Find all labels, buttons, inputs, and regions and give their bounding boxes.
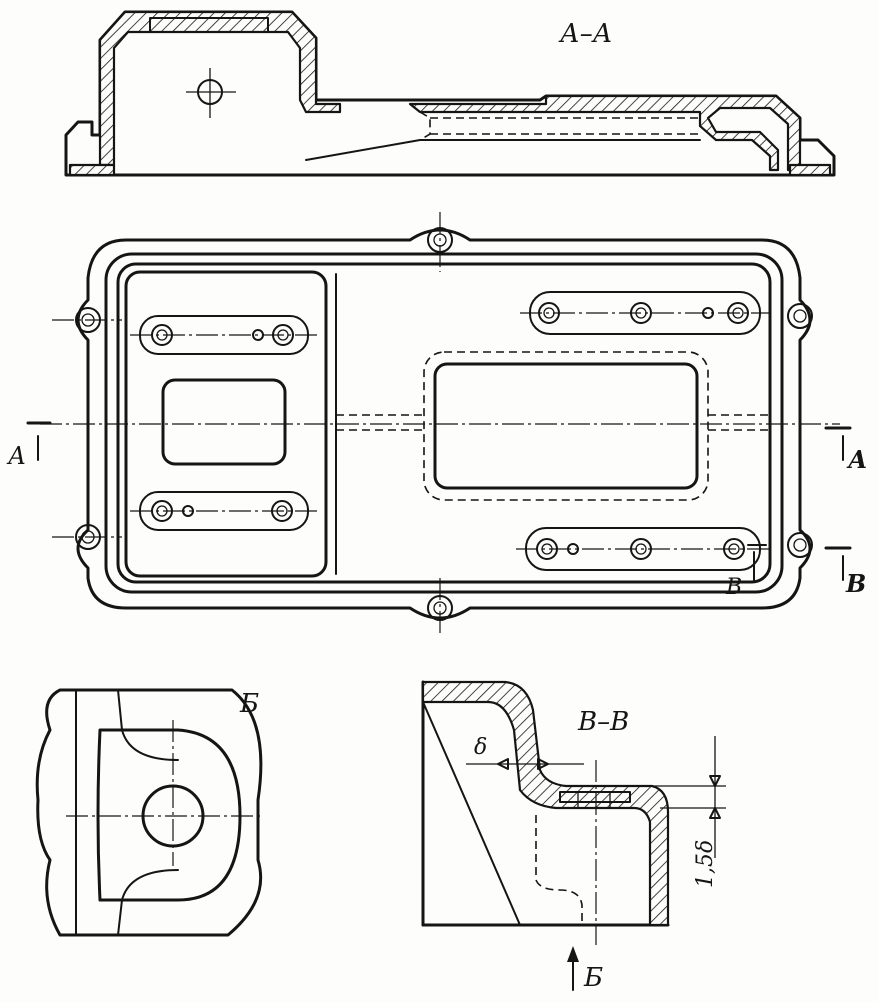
section-vv-label: В–В — [577, 707, 629, 737]
section-aa-view: А–А — [64, 10, 836, 177]
detail-b-view: Б — [35, 688, 263, 937]
bolt-holes — [151, 302, 749, 560]
section-aa-label: А–А — [558, 19, 612, 49]
section-mark-a-left: А — [6, 442, 26, 470]
flange-holes — [52, 212, 813, 636]
section-mark-a-right: А — [846, 445, 868, 474]
dim-delta: δ — [474, 735, 487, 760]
detail-b-label: Б — [239, 689, 259, 719]
section-mark-v-inner: В — [725, 575, 742, 600]
section-vv-view: δ 1,5δ Б В–В — [421, 680, 726, 993]
view-arrow-b-label: Б — [583, 963, 603, 993]
section-mark-b-right: В — [845, 569, 866, 598]
plan-view: А А В В — [6, 212, 868, 636]
dim-1-5-delta: 1,5δ — [693, 840, 718, 888]
